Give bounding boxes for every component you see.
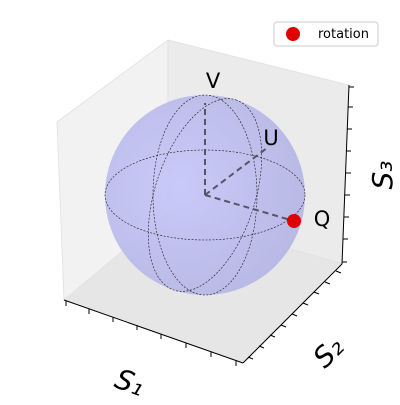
u-vector bbox=[204, 147, 268, 196]
v-label: V bbox=[206, 69, 221, 93]
s1-axis-ticks bbox=[65, 301, 237, 366]
s2-axis-title: S₂ bbox=[306, 330, 350, 374]
legend-label-rotation: rotation bbox=[318, 27, 369, 42]
rotation-point bbox=[287, 214, 301, 228]
s1-axis-title: S₁ bbox=[111, 362, 150, 400]
basis-vectors bbox=[204, 103, 295, 222]
u-label: U bbox=[263, 126, 278, 150]
legend-box bbox=[273, 21, 379, 47]
s1-axis-line bbox=[63, 299, 244, 364]
s3-axis-title: S₃ bbox=[366, 161, 399, 190]
meridian-circle-b bbox=[147, 98, 263, 292]
legend: rotation bbox=[273, 21, 379, 47]
legend-marker-rotation bbox=[286, 27, 300, 41]
s2-axis-ticks bbox=[247, 270, 342, 360]
meridian-circle-a bbox=[152, 94, 258, 296]
s3-axis-line bbox=[341, 84, 350, 265]
q-vector bbox=[204, 194, 295, 222]
sphere-wireframe bbox=[104, 94, 306, 296]
equator-circle bbox=[104, 149, 306, 241]
q-label: Q bbox=[314, 207, 331, 231]
s3-axis-ticks bbox=[342, 86, 354, 263]
